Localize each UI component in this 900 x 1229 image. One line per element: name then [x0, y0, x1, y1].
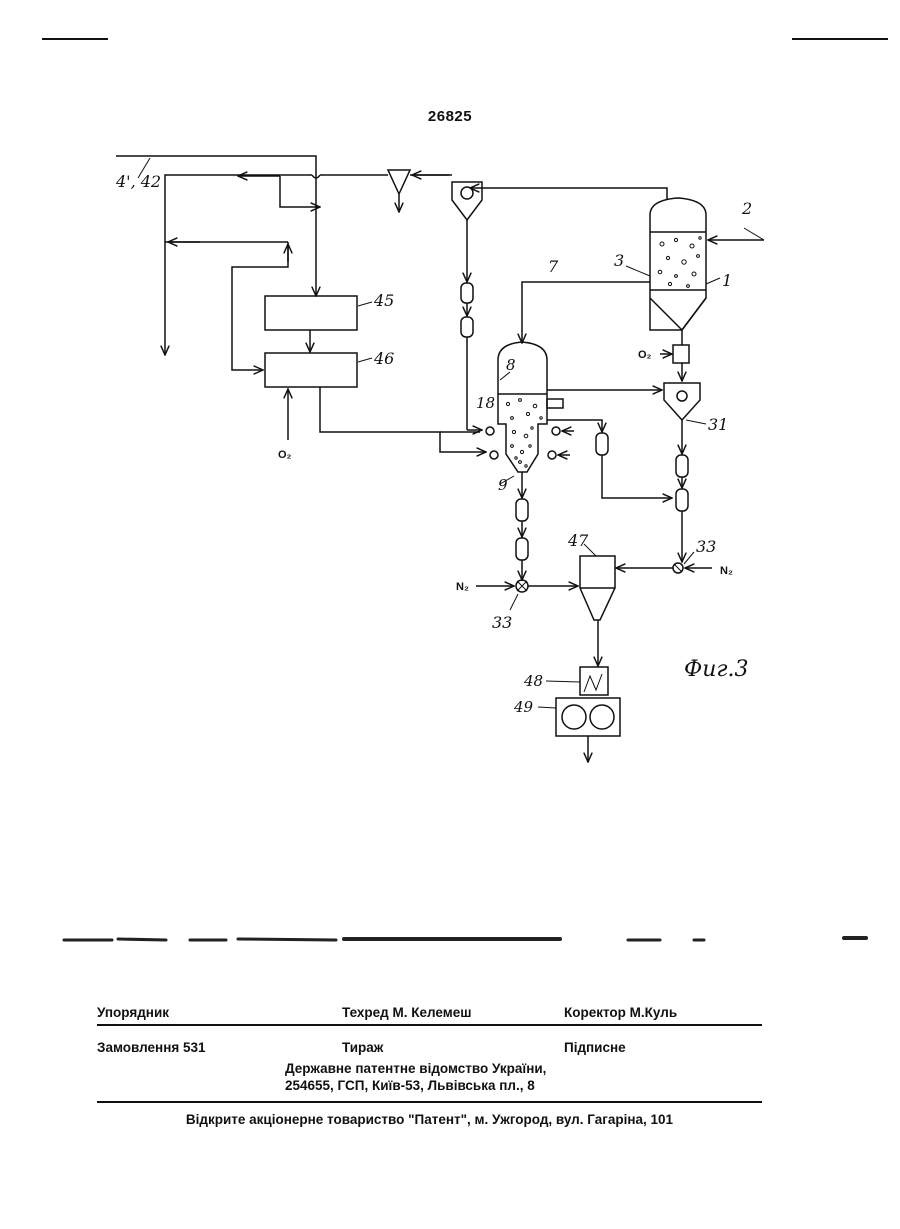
footer-office-line2: 254655, ГСП, Київ-53, Львівська пл., 8: [285, 1078, 535, 1093]
n2-left-label: N₂: [456, 581, 469, 593]
scan-separator: [0, 930, 900, 950]
o2-right-label: O₂: [638, 349, 652, 361]
footer-rule-1: [97, 1024, 762, 1026]
ref-label-33-right: 33: [696, 537, 716, 556]
footer-compiler: Упорядник: [97, 1005, 169, 1020]
ref-label-9: 9: [498, 476, 508, 494]
vessel-47: [580, 556, 615, 620]
footer-rule-2: [97, 1101, 762, 1103]
ref-label-41-42: 4', 42: [115, 172, 161, 191]
ref-label-2: 2: [741, 199, 752, 218]
ref-label-48: 48: [523, 672, 543, 690]
n2-right-label: N₂: [720, 565, 733, 577]
ref-label-18: 18: [476, 394, 495, 412]
footer-publisher: Відкрите акціонерне товариство "Патент",…: [97, 1112, 762, 1127]
ref-label-46: 46: [373, 349, 394, 368]
footer-office-line1: Державне патентне відомство України,: [285, 1061, 546, 1076]
ref-label-3: 3: [614, 251, 624, 270]
ref-label-7: 7: [548, 257, 559, 276]
footer-circulation: Тираж: [342, 1040, 383, 1055]
ref-label-8: 8: [506, 356, 516, 374]
ref-label-33-left: 33: [492, 613, 512, 632]
reactor-1-particles: [658, 237, 701, 288]
footer-subscription: Підписне: [564, 1040, 626, 1055]
figure-caption: Фиг.3: [684, 657, 749, 682]
ref-label-1: 1: [722, 271, 732, 290]
reactor-1: [650, 198, 706, 330]
ref-label-47: 47: [567, 531, 589, 550]
footer-order: Замовлення 531: [97, 1040, 206, 1055]
footer-tech-editor: Техред М. Келемеш: [342, 1005, 471, 1020]
unit-49: [556, 698, 620, 736]
footer-corrector: Коректор М.Куль: [564, 1005, 677, 1020]
ref-label-49: 49: [513, 698, 534, 716]
press-48: [580, 667, 608, 695]
o2-left-label: O₂: [278, 449, 292, 461]
unit-45: [265, 296, 357, 330]
ref-label-45: 45: [373, 291, 394, 310]
ref-label-31: 31: [708, 415, 728, 434]
unit-46: [265, 353, 357, 387]
cyclone-31: [664, 383, 700, 420]
